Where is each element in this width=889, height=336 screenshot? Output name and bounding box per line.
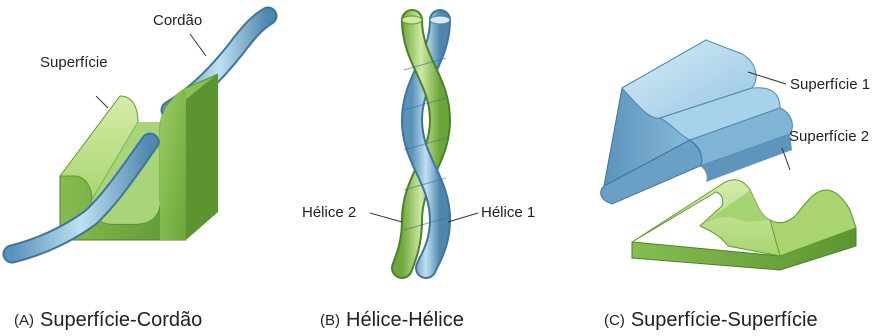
helix-helix-illustration — [370, 16, 478, 268]
surface-cord-illustration — [12, 16, 268, 254]
caption-c: (C) Superfície-Superfície — [604, 308, 818, 334]
caption-a-text: Superfície-Cordão — [40, 309, 202, 331]
caption-a: (A) Superfície-Cordão — [14, 308, 202, 334]
label-superficie: Superfície — [40, 54, 108, 72]
label-superficie-2: Superfície 2 — [789, 128, 869, 146]
label-cordao: Cordão — [153, 12, 202, 30]
label-helice-2: Hélice 2 — [302, 204, 356, 222]
caption-a-letter: (A) — [14, 312, 34, 329]
label-superficie-1: Superfície 1 — [790, 76, 870, 94]
caption-c-letter: (C) — [604, 312, 625, 329]
caption-b-text: Hélice-Hélice — [346, 309, 464, 331]
label-helice-1: Hélice 1 — [481, 204, 535, 222]
caption-b: (B) Hélice-Hélice — [320, 308, 464, 334]
caption-c-text: Superfície-Superfície — [631, 309, 818, 331]
caption-b-letter: (B) — [320, 312, 340, 329]
surface-surface-illustration — [601, 40, 856, 270]
